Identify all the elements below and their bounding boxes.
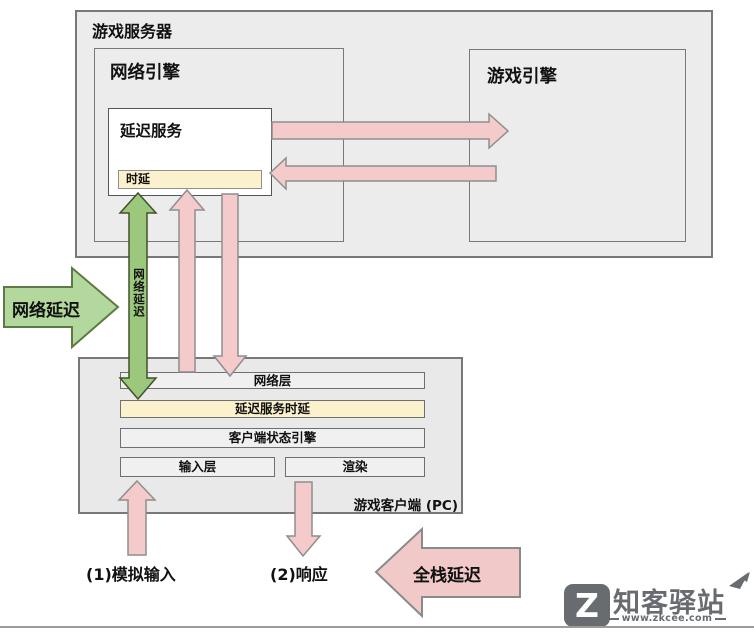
arrow-request-to-game-engine: [271, 112, 510, 150]
arrow-network-latency-vertical: [118, 191, 158, 401]
game-engine-title: 游戏引擎: [487, 67, 557, 87]
watermark-dash-right: [715, 617, 726, 620]
layer-input-row: 输入层: [120, 457, 275, 477]
watermark-dash-left: [608, 617, 619, 620]
game-engine-box: [469, 49, 686, 242]
layer-latency-row: 延迟服务时延: [120, 400, 425, 418]
latency-chip: 时延: [118, 170, 262, 189]
network-latency-side-arrow: [3, 265, 120, 350]
watermark-url-row: www.zkcee.com: [608, 613, 726, 624]
game-client-title: 游戏客户端 (PC): [353, 498, 458, 514]
arrow-simulated-input: [117, 479, 157, 556]
latency-service-title: 延迟服务: [120, 122, 183, 140]
layer-render-row: 渲染: [285, 457, 425, 477]
bottom-divider-line: [0, 626, 754, 628]
full-stack-latency-label: 全栈延迟: [413, 566, 481, 586]
arrow-response-from-game-engine: [268, 156, 497, 191]
watermark-flag-icon: [729, 572, 750, 589]
network-latency-vertical-label: 网络延迟: [132, 268, 146, 318]
layer-state-engine-row: 客户端状态引擎: [120, 428, 425, 448]
watermark-brand-text: 知客驿站: [613, 588, 725, 619]
arrow-response-out: [285, 481, 322, 558]
game-server-title: 游戏服务器: [92, 22, 173, 41]
network-engine-title: 网络引擎: [110, 63, 180, 83]
watermark-z-badge: Z: [564, 584, 610, 627]
arrow-upstream-client-to-server: [168, 188, 206, 373]
arrow-downstream-server-to-client: [212, 193, 248, 378]
simulated-input-label: (1)模拟输入: [86, 565, 176, 584]
response-label: (2)响应: [270, 565, 328, 584]
arrow-full-stack-latency: [374, 526, 521, 619]
watermark-url-text: www.zkcee.com: [621, 613, 713, 624]
layer-network-row: 网络层: [120, 372, 425, 389]
network-latency-side-label: 网络延迟: [12, 301, 80, 321]
